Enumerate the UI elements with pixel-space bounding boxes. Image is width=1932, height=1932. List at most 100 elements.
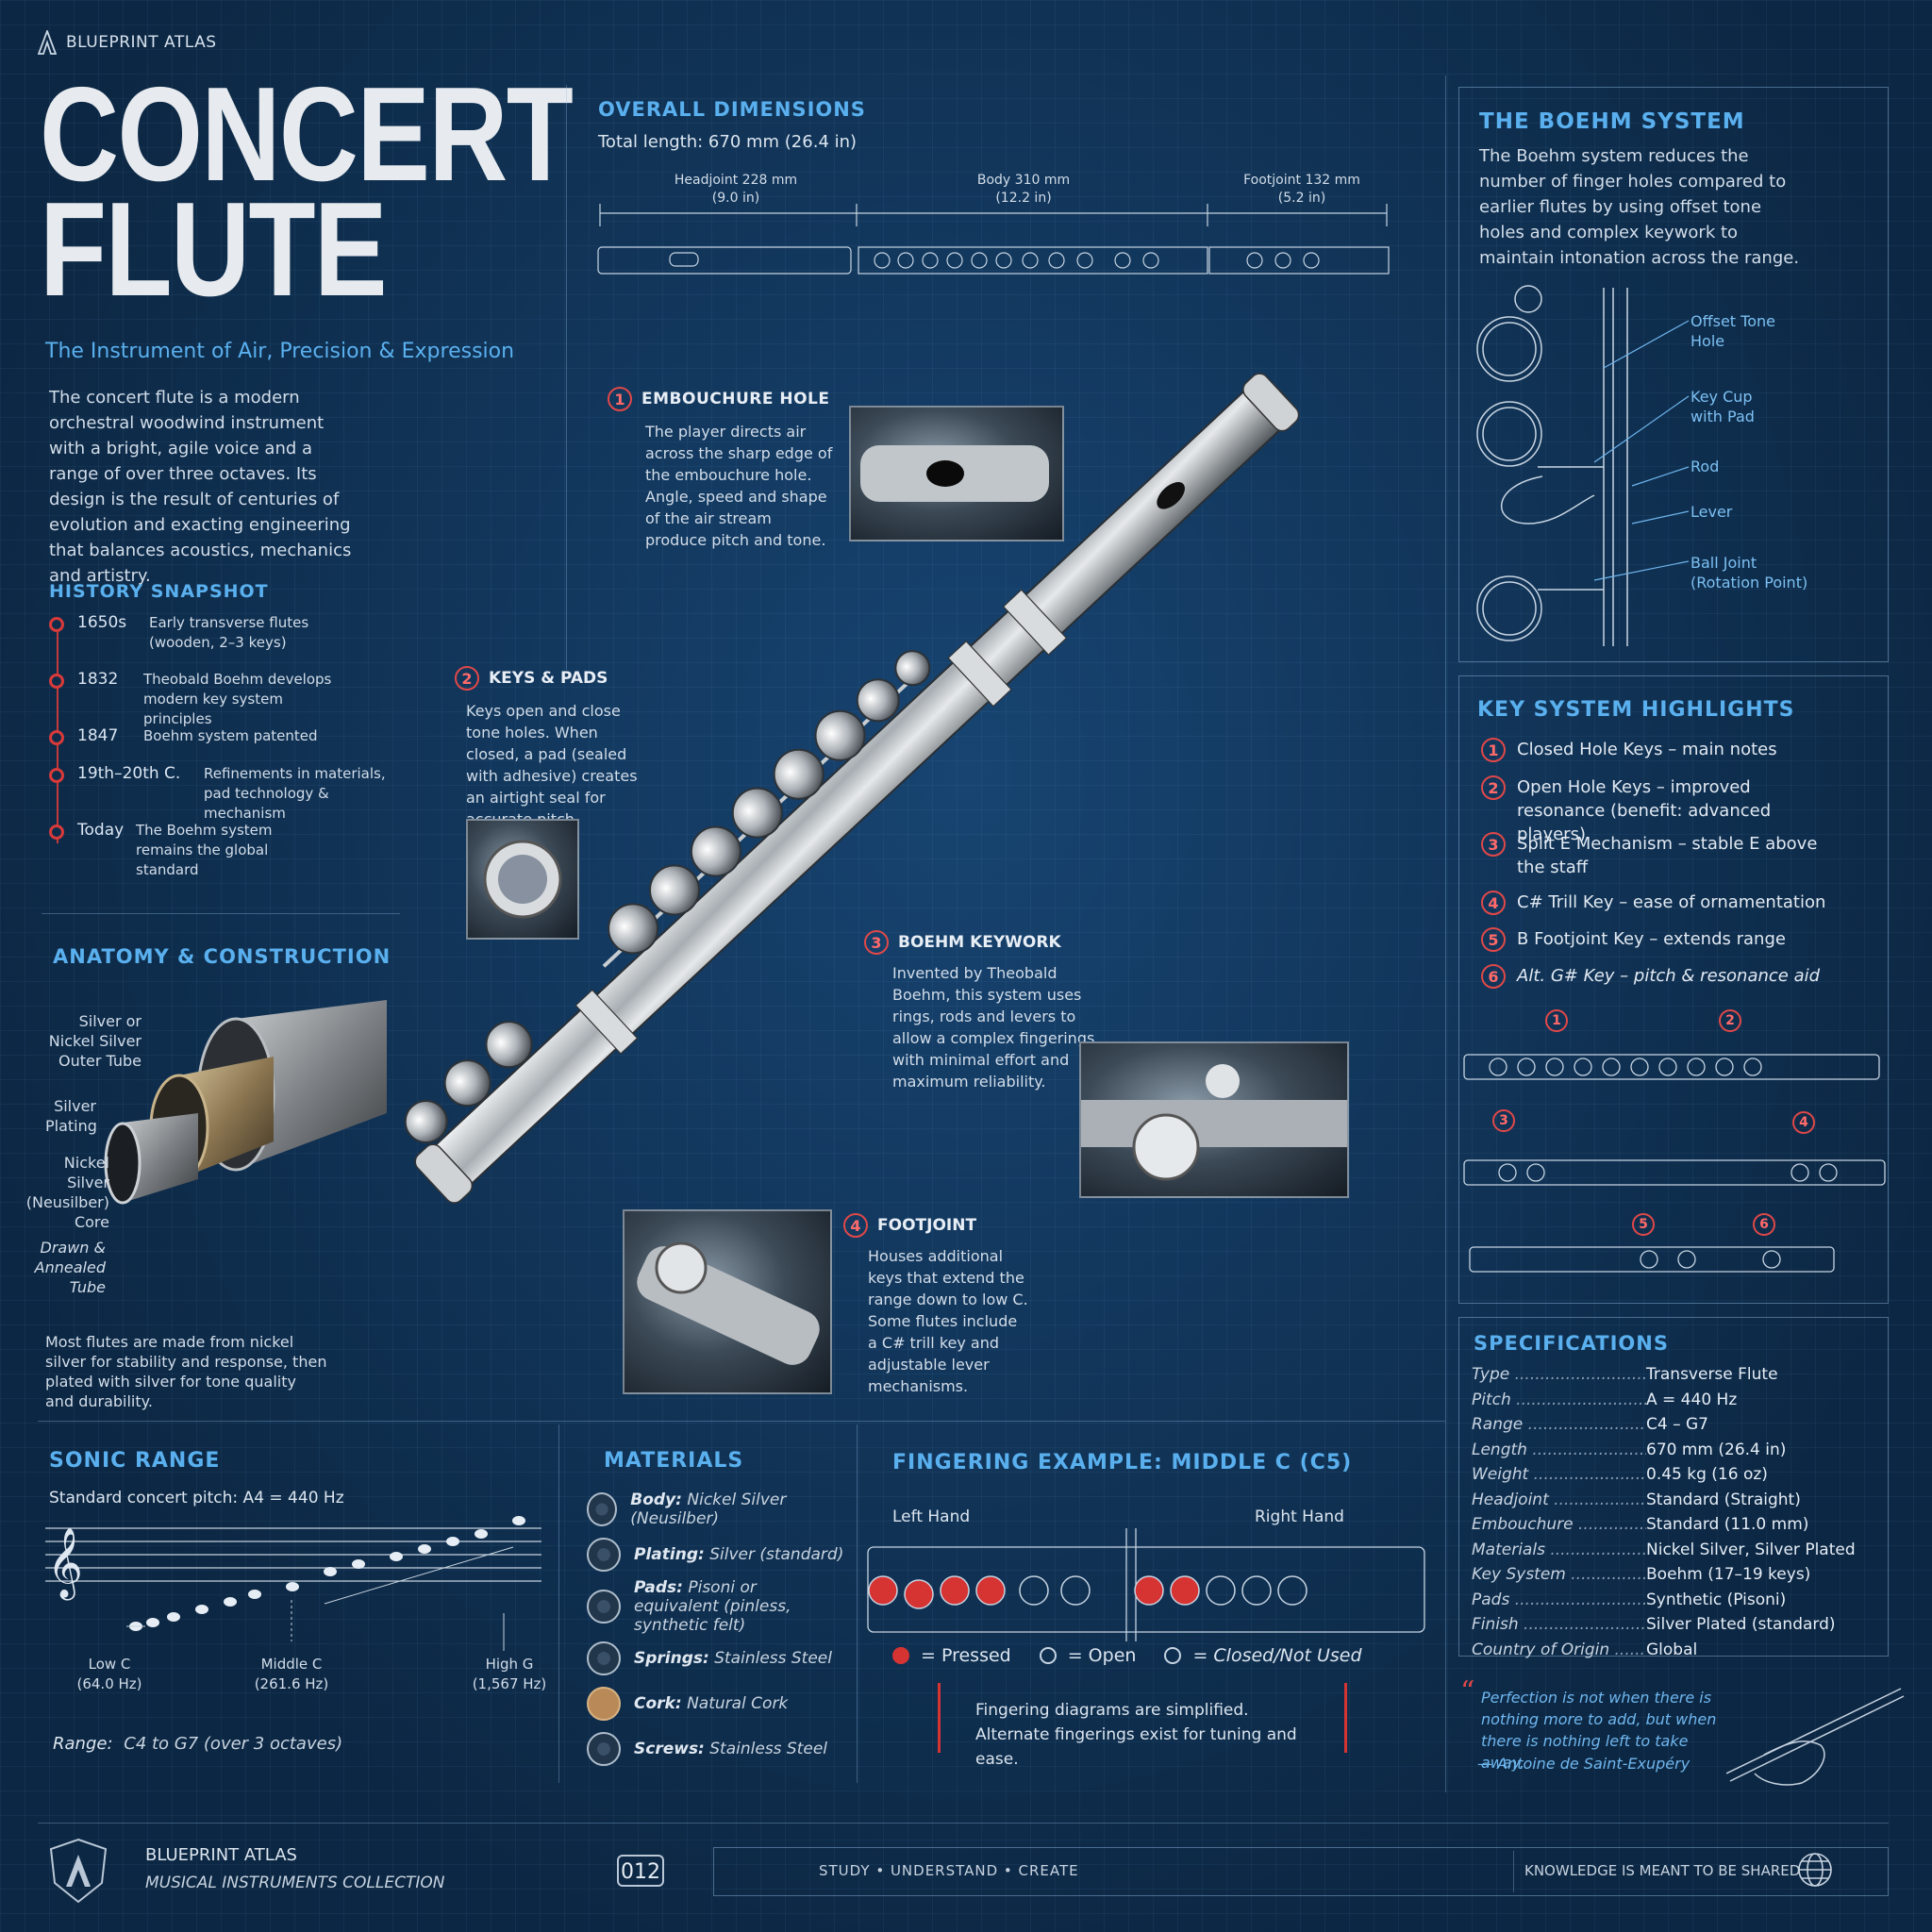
body-tube-icon: [587, 1492, 618, 1526]
spec-value: Nickel Silver, Silver Plated: [1646, 1540, 1856, 1559]
material-item: Plating: Silver (standard): [587, 1532, 851, 1577]
spec-key: Type: [1472, 1362, 1646, 1388]
history-text: The Boehm system remains the global stan…: [136, 822, 273, 878]
spec-key: Finish: [1472, 1612, 1646, 1638]
item-text: Open Hole Keys – improved resonance (ben…: [1517, 777, 1772, 844]
fingering-note-box: [938, 1683, 1347, 1753]
timeline-dot: [49, 824, 64, 840]
range-low-name: Low C: [88, 1656, 131, 1673]
boehm-label-keycup: Key Cup with Pad: [1690, 388, 1755, 425]
spec-value: Global: [1646, 1640, 1698, 1659]
spec-key: Range: [1472, 1412, 1646, 1438]
range-mid-name: Middle C: [260, 1656, 323, 1673]
history-year: 1650s: [77, 613, 127, 632]
callout-boehm-keywork: 3 BOEHM KEYWORK Invented by Theobald Boe…: [864, 930, 1109, 1092]
material-item: Screws: Stainless Steel: [587, 1726, 851, 1772]
footer-motto: KNOWLEDGE IS MEANT TO BE SHARED: [1524, 1862, 1801, 1879]
divider: [566, 85, 567, 670]
open-circle-icon: [1039, 1647, 1057, 1664]
range-mid-hz: (261.6 Hz): [254, 1675, 329, 1692]
history-item: Today The Boehm system remains the globa…: [49, 821, 325, 880]
spec-row: PitchA = 440 Hz: [1472, 1388, 1877, 1413]
material-value: Stainless Steel: [709, 1740, 828, 1758]
quote-mark-icon: “: [1460, 1675, 1475, 1708]
history-text: Refinements in materials, pad technology…: [204, 765, 386, 822]
issue-number: 012: [617, 1855, 664, 1887]
material-item: Body: Nickel Silver (Neusilber): [587, 1487, 851, 1532]
material-key: Screws:: [634, 1740, 705, 1758]
footer-tagline: STUDY • UNDERSTAND • CREATE: [819, 1862, 1079, 1879]
callout-embouchure: 1 EMBOUCHURE HOLE The player directs air…: [608, 387, 834, 551]
globe-icon: [1798, 1853, 1832, 1887]
total-length: Total length: 670 mm (26.4 in): [598, 132, 858, 152]
spec-row: Weight0.45 kg (16 oz): [1472, 1462, 1877, 1488]
spec-key: Pads: [1472, 1588, 1646, 1613]
spec-key: Key System: [1472, 1562, 1646, 1588]
footjoint-photo: [623, 1209, 832, 1394]
spec-row: EmbouchureStandard (11.0 mm): [1472, 1512, 1877, 1538]
spec-row: PadsSynthetic (Pisoni): [1472, 1588, 1877, 1613]
history-text: Early transverse flutes (wooden, 2–3 key…: [149, 614, 309, 651]
divider: [1513, 1851, 1514, 1892]
dimension-blueprint-flute: [597, 204, 1390, 275]
tube-layers-illustration: [104, 1000, 387, 1205]
embouchure-photo: [849, 406, 1064, 541]
anatomy-label-drawn: Drawn & Annealed Tube: [34, 1239, 106, 1296]
dim-part-name: Headjoint: [674, 173, 739, 188]
material-value: Natural Cork: [687, 1694, 789, 1713]
range-low-label: Low C(64.0 Hz): [72, 1655, 147, 1694]
shield-logo-icon: [49, 1838, 108, 1904]
timeline-dot: [49, 617, 64, 632]
spec-value: A = 440 Hz: [1646, 1390, 1738, 1409]
item-text: Alt. G# Key – pitch & resonance aid: [1517, 966, 1821, 986]
range-high-name: High G: [485, 1656, 534, 1673]
anatomy-label-core: Nickel Silver (Neusilber) Core: [25, 1154, 109, 1231]
brand-name: BLUEPRINT ATLAS: [66, 33, 217, 52]
treble-clef-icon: 𝄞: [47, 1528, 83, 1601]
dim-part-mm: 132 mm: [1305, 173, 1360, 188]
screw-icon: [587, 1732, 621, 1766]
spec-row: Key SystemBoehm (17–19 keys): [1472, 1562, 1877, 1588]
material-key: Cork:: [634, 1694, 682, 1713]
title-line-2: FLUTE: [40, 175, 388, 325]
keywork-photo: [1079, 1041, 1349, 1198]
diagram-marker-3: 3: [1492, 1109, 1515, 1132]
spec-value: Standard (Straight): [1646, 1490, 1801, 1509]
spec-row: HeadjointStandard (Straight): [1472, 1488, 1877, 1513]
callout-keys-pads: 2 KEYS & PADS Keys open and close tone h…: [455, 666, 662, 830]
item-number: 1: [1481, 738, 1506, 762]
spec-key: Weight: [1472, 1462, 1646, 1488]
boehm-label-offset: Offset Tone Hole: [1690, 312, 1775, 350]
footer-divider: [38, 1823, 1889, 1824]
history-item: 1650s Early transverse flutes (wooden, 2…: [49, 613, 309, 653]
material-key: Plating:: [634, 1545, 705, 1564]
boehm-diagram: [1476, 285, 1628, 646]
atlas-logo-icon: [38, 30, 57, 55]
fingering-note: Fingering diagrams are simplified. Alter…: [975, 1701, 1297, 1769]
dim-headjoint: Headjoint 228 mm(9.0 in): [651, 172, 821, 208]
spec-row: Country of OriginGlobal: [1472, 1638, 1877, 1663]
material-key: Body:: [630, 1491, 682, 1509]
timeline-dot: [49, 730, 64, 745]
spec-key: Embouchure: [1472, 1512, 1646, 1538]
closed-circle-icon: [1164, 1647, 1182, 1664]
range-mid-label: Middle C (261.6 Hz): [249, 1655, 334, 1694]
item-text: Closed Hole Keys – main notes: [1517, 740, 1777, 759]
callout-number: 2: [455, 666, 479, 691]
range-high-hz: (1,567 Hz): [472, 1675, 547, 1692]
range-value: C4 to G7 (over 3 octaves): [124, 1734, 343, 1754]
left-hand-label: Left Hand: [892, 1507, 971, 1526]
legend-closed: = Closed/Not Used: [1192, 1645, 1362, 1666]
callout-title: BOEHM KEYWORK: [898, 933, 1061, 952]
legend-pressed: = Pressed: [921, 1645, 1011, 1666]
item-text: B Footjoint Key – extends range: [1517, 929, 1786, 949]
dim-part-in: (12.2 in): [995, 191, 1052, 206]
footer-brand: BLUEPRINT ATLAS: [145, 1845, 297, 1865]
history-item: 19th–20th C. Refinements in materials, p…: [49, 764, 392, 824]
boehm-panel: [1458, 87, 1889, 662]
spec-row: TypeTransverse Flute: [1472, 1362, 1877, 1388]
specifications-panel: [1458, 1317, 1889, 1657]
